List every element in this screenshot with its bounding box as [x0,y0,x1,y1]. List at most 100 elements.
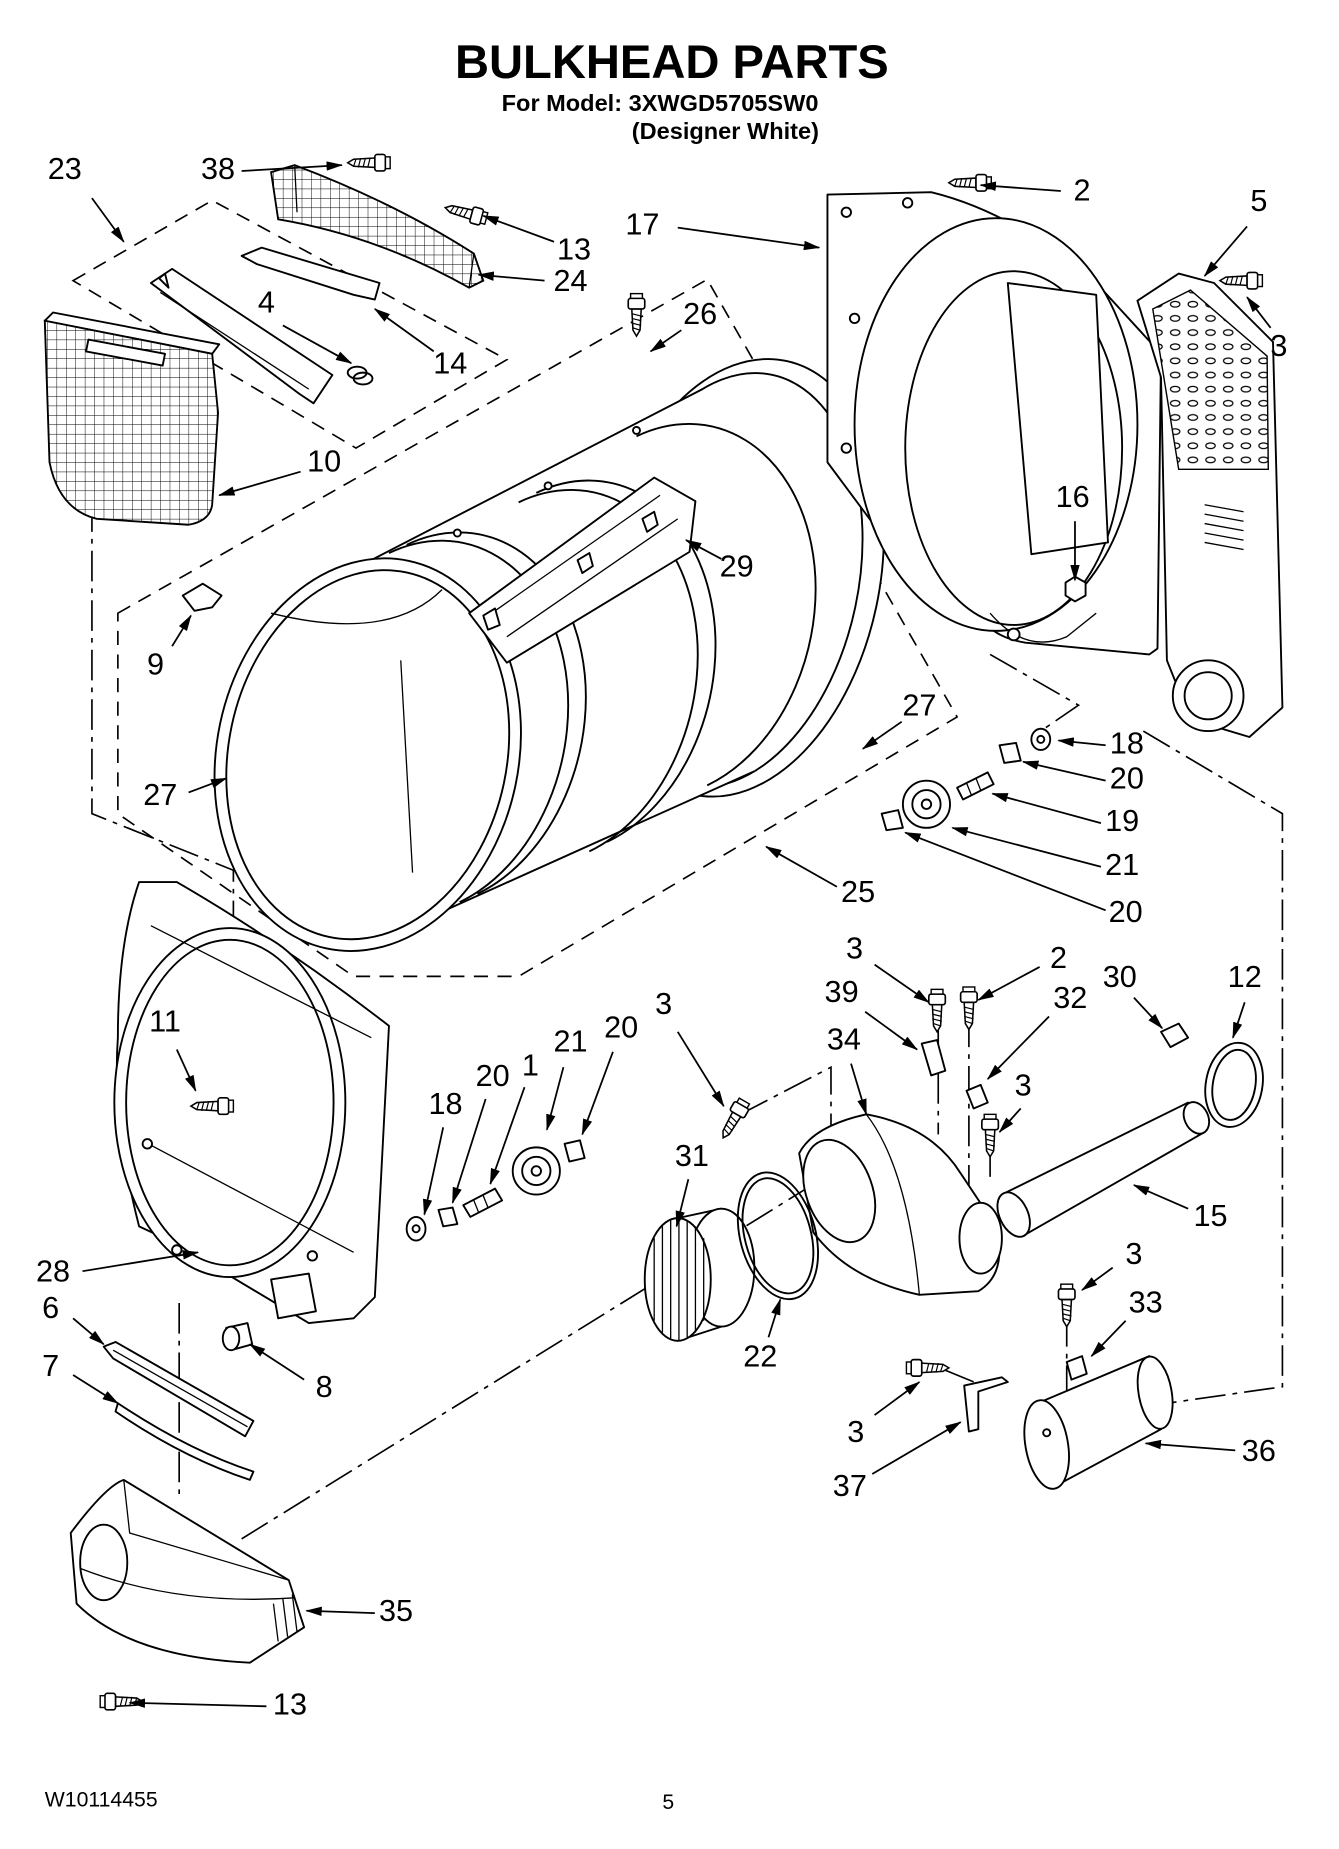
callout-20: 20 [1110,762,1144,796]
leader-arrow-2 [977,966,1041,1001]
callout-30: 30 [1103,960,1137,994]
leader-arrow-3 [874,963,930,1004]
blower-housing [798,1113,1003,1296]
callout-18: 18 [429,1087,463,1121]
callout-33: 33 [1129,1285,1163,1319]
screw-icon-3-clip [1057,1283,1076,1328]
screw-icon-2-top [948,173,993,192]
callout-1: 1 [522,1048,539,1082]
callout-16: 16 [1056,480,1090,514]
callout-27: 27 [902,689,936,723]
callout-25: 25 [841,875,875,909]
page-title: BULKHEAD PARTS [455,35,889,88]
callout-14: 14 [433,347,467,381]
leader-arrow-3 [676,1031,725,1108]
callout-7: 7 [42,1349,59,1383]
leader-arrow-30 [1133,997,1163,1030]
nut [1064,575,1087,603]
screw-icon-38 [346,153,391,172]
washer-18-front [405,1216,427,1242]
screw-icon-2-thermostat [959,986,978,1031]
callout-10: 10 [307,445,341,479]
strip-7 [114,1402,255,1481]
leader-arrow-8 [248,1343,305,1381]
leader-arrow-10 [218,470,301,497]
leader-arrow-35 [305,1606,375,1617]
screw-icon-3-bracket [905,1358,950,1377]
clip-32 [965,1083,989,1110]
lint-housing-rail [149,267,334,405]
callout-28: 28 [36,1255,70,1289]
lint-housing-plate [240,246,381,301]
clip-30 [1160,1022,1190,1049]
clip-20-rear-a [998,741,1022,764]
callout-20: 20 [1109,895,1143,929]
shaft-19 [956,771,995,801]
leader-arrow-25 [765,845,838,888]
roller-21-front [511,1146,561,1196]
callout-21: 21 [1105,848,1139,882]
leader-arrow-2 [979,181,1061,192]
leader-arrow-29 [684,539,722,560]
heater-cover [1136,272,1284,738]
screw-icon-3-thermostat [927,988,947,1033]
callout-36: 36 [1242,1434,1276,1468]
model-number: For Model: 3XWGD5705SW0 [502,90,819,116]
callout-6: 6 [42,1291,59,1325]
leader-arrow-20 [581,1051,614,1136]
callout-9: 9 [147,647,164,681]
leader-arrow-20 [1021,760,1106,782]
leader-arrow-36 [1144,1439,1236,1452]
leader-arrow-20 [904,831,1106,912]
leader-arrow-20 [451,1098,487,1204]
leader-arrow-32 [986,1015,1050,1080]
foot [221,1322,254,1352]
callout-19: 19 [1105,804,1139,838]
leader-arrow-37 [871,1421,962,1475]
callout-13: 13 [557,232,591,266]
leader-arrow-28 [82,1250,200,1273]
leader-arrow-39 [864,1011,918,1051]
callout-20: 20 [476,1059,510,1093]
spring [346,365,374,386]
leader-arrow-7 [72,1374,119,1405]
callout-3: 3 [1270,329,1287,363]
callout-34: 34 [827,1022,861,1056]
lint-duct [69,1478,306,1664]
leader-arrow-3 [1246,296,1272,329]
clip-20-rear-b [880,809,904,832]
leader-arrow-9 [171,614,192,647]
leader-arrow-19 [991,792,1102,824]
callout-24: 24 [553,264,587,298]
callout-3: 3 [1015,1068,1032,1102]
model-variant: (Designer White) [632,118,819,144]
leader-arrow-26 [649,329,682,353]
leader-arrow-5 [1203,225,1248,277]
drum-seal-front [213,557,522,952]
bracket-37 [963,1376,1009,1433]
callout-4: 4 [258,285,275,319]
roller-21-rear [901,779,951,829]
clip-33 [1065,1355,1088,1381]
screw-icon-13-top [442,198,490,228]
callout-23: 23 [48,152,82,186]
leader-arrow-13 [128,1698,267,1708]
callout-5: 5 [1250,184,1267,218]
callout-32: 32 [1053,981,1087,1015]
callout-12: 12 [1228,960,1262,994]
leader-arrow-31 [675,1178,690,1228]
leader-arrow-11 [176,1049,197,1092]
leader-arrow-15 [1132,1184,1189,1210]
callout-13: 13 [273,1687,307,1721]
shaft-1 [462,1187,504,1218]
leader-arrow-1 [489,1086,526,1186]
callout-17: 17 [625,207,659,241]
callout-2: 2 [1074,173,1091,207]
callout-21: 21 [553,1025,587,1059]
leader-arrow-6 [72,1317,105,1346]
callout-31: 31 [675,1139,709,1173]
leader-arrow-21 [951,826,1102,868]
leader-arrow-18 [1057,737,1106,747]
